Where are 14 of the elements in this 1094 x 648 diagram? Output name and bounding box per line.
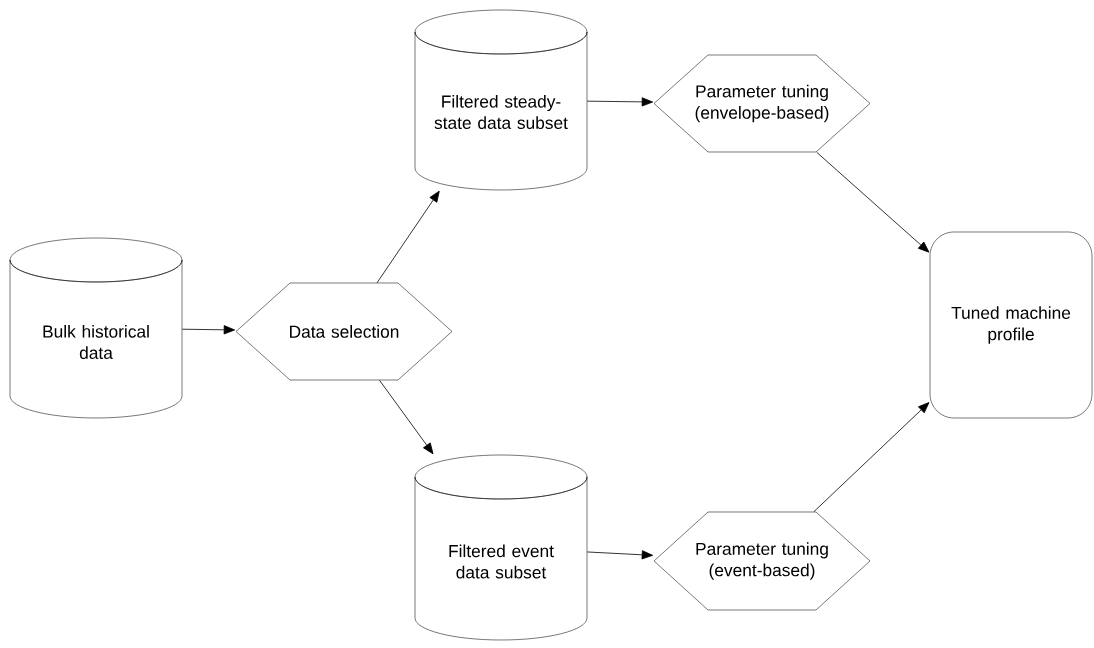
arrow xyxy=(586,97,654,107)
result-box: Tuned machine profile xyxy=(929,231,1093,419)
database-cylinder: Filtered event data subset xyxy=(414,454,588,641)
arrow xyxy=(376,190,440,284)
arrow xyxy=(181,325,236,335)
database-cylinder: Bulk historical data xyxy=(9,237,183,419)
arrow xyxy=(816,151,930,253)
arrow xyxy=(586,550,654,560)
arrow xyxy=(813,402,930,513)
database-cylinder: Filtered steady-state data subset xyxy=(414,9,588,191)
process-hexagon: Parameter tuning (event-based) xyxy=(653,511,871,611)
process-hexagon: Data selection xyxy=(235,282,453,381)
process-hexagon: Parameter tuning (envelope-based) xyxy=(653,54,871,153)
arrow xyxy=(379,379,434,455)
